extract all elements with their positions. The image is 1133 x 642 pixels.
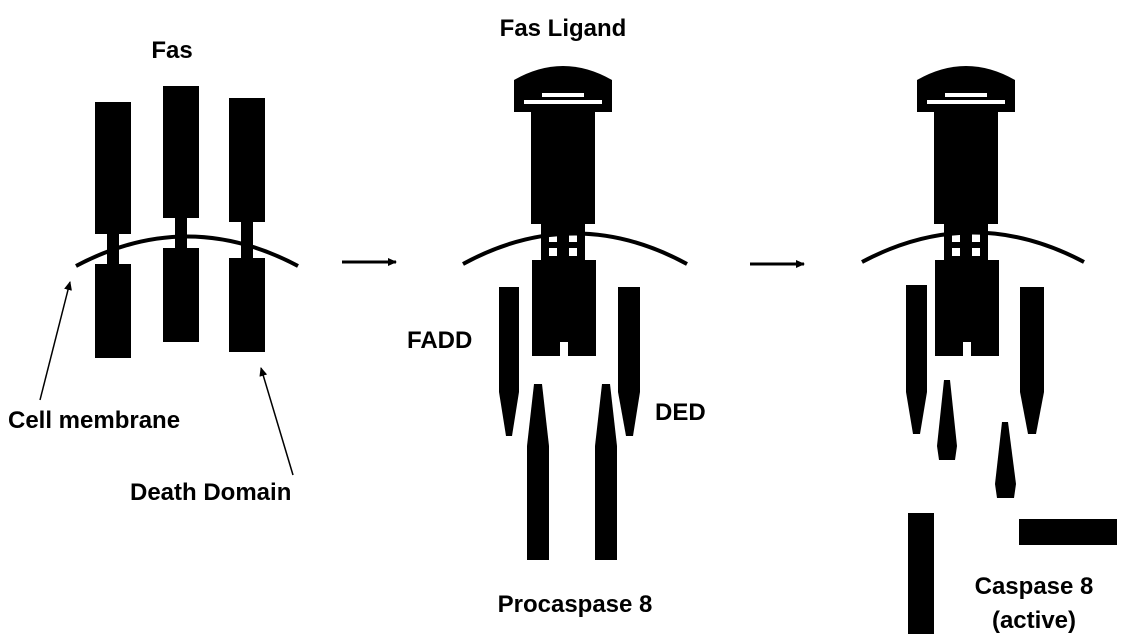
panel-disc-formation: Fas Ligand FADD DED Procaspase 8 — [407, 15, 706, 618]
receptor-death-domain — [95, 264, 131, 358]
cleaved-ded-fragment-right — [995, 422, 1016, 498]
receptor-transmembrane — [241, 220, 253, 260]
fadd-adaptor-left — [906, 285, 927, 434]
membrane-pointer-arrow — [39, 281, 72, 401]
fadd-adaptor-right — [618, 287, 640, 436]
receptor-death-domain-cluster — [532, 260, 596, 356]
caspase-8-label: Caspase 8 — [975, 573, 1094, 600]
receptor-death-domain — [229, 258, 265, 352]
panel-caspase-activation: Caspase 8 (active) — [861, 66, 1117, 634]
fas-receptor-2 — [163, 86, 199, 342]
receptor-trimer-extracellular — [934, 106, 998, 224]
receptor-transmembrane-cluster — [944, 222, 988, 262]
fas-ligand-shape — [917, 66, 1015, 112]
caspase-8-active-label: (active) — [992, 607, 1076, 634]
fas-ligand-title: Fas Ligand — [500, 15, 627, 42]
active-caspase-subunit-vertical — [908, 513, 934, 634]
fas-title: Fas — [151, 37, 192, 64]
receptor-transmembrane — [175, 216, 187, 250]
active-caspase-subunit-horizontal — [1019, 519, 1117, 545]
receptor-transmembrane-cluster — [541, 222, 585, 262]
cleaved-ded-fragment-left — [937, 380, 957, 460]
procaspase-8-left — [527, 384, 549, 560]
ligand-receptor-gap — [524, 100, 602, 104]
procaspase-8-label: Procaspase 8 — [498, 591, 653, 618]
ded-label: DED — [655, 399, 706, 426]
fas-ligand-shape — [514, 66, 612, 112]
fadd-label: FADD — [407, 327, 472, 354]
panel-fas-receptors: Fas Cell membrane Death Domain — [8, 37, 299, 506]
cell-membrane-curve — [861, 230, 1085, 264]
cell-membrane-label: Cell membrane — [8, 407, 180, 434]
receptor-extracellular-domain — [95, 102, 131, 234]
receptor-trimer-extracellular — [531, 106, 595, 224]
receptor-death-domain — [163, 248, 199, 342]
fadd-adaptor-left — [499, 287, 519, 436]
receptor-death-domain-cluster — [935, 260, 999, 356]
death-domain-pointer-arrow — [259, 367, 294, 476]
fas-receptor-1 — [95, 102, 131, 358]
fadd-adaptor-right — [1020, 287, 1044, 434]
ligand-receptor-gap — [542, 93, 584, 97]
cell-membrane-curve — [462, 231, 688, 266]
receptor-extracellular-domain — [163, 86, 199, 218]
procaspase-8-right — [595, 384, 617, 560]
receptor-extracellular-domain — [229, 98, 265, 222]
death-domain-label: Death Domain — [130, 479, 291, 506]
cell-membrane-curve — [75, 234, 299, 268]
fas-receptor-3 — [229, 98, 265, 352]
